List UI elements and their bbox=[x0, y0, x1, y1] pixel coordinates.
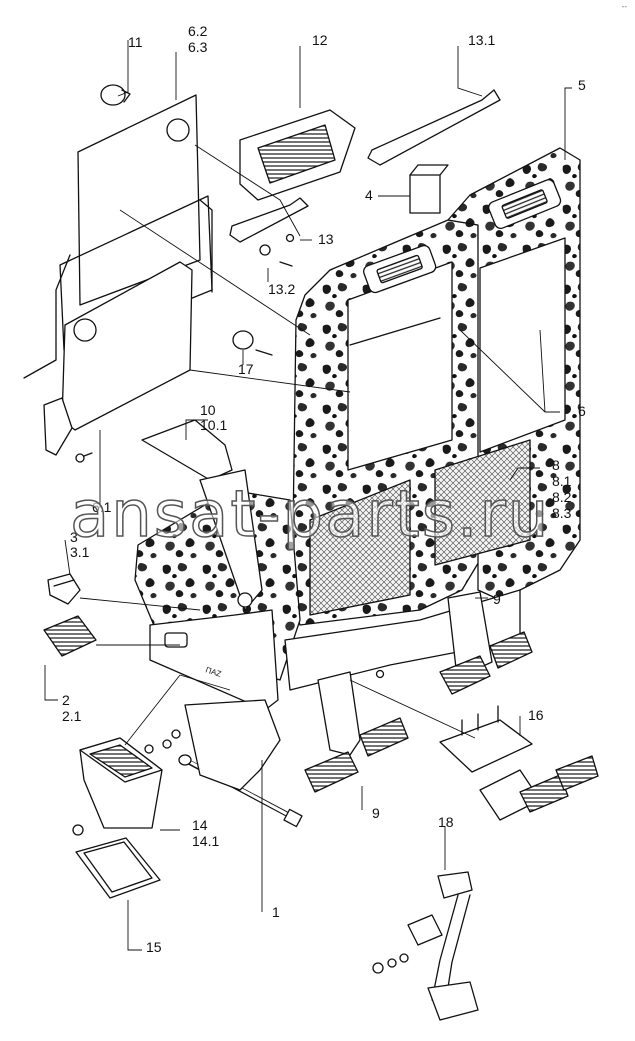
callout-14: 14 bbox=[192, 817, 208, 833]
knob-part-11 bbox=[100, 84, 131, 106]
armrest bbox=[141, 419, 263, 611]
callout-2-1: 2.1 bbox=[62, 708, 82, 724]
part-4-block bbox=[409, 164, 449, 214]
light-module-12 bbox=[239, 109, 356, 201]
callout-18: 18 bbox=[438, 814, 454, 830]
footrest-part-2 bbox=[43, 615, 97, 657]
callout-12: 12 bbox=[312, 32, 328, 48]
callout-10: 10 bbox=[200, 402, 216, 418]
callout-13-2: 13.2 bbox=[268, 281, 296, 297]
callout-3: 3 bbox=[70, 529, 78, 545]
callout-10-1: 10.1 bbox=[200, 417, 228, 433]
seat-side-panel: ΠΑΖ bbox=[149, 609, 279, 711]
handle-13-1 bbox=[367, 89, 501, 166]
waste-bin-14 bbox=[79, 737, 163, 829]
callout-3-1: 3.1 bbox=[70, 544, 90, 560]
callout-6-1: 6.1 bbox=[92, 499, 112, 515]
floor-bracket-16 bbox=[439, 705, 599, 821]
callout-9-right: 9 bbox=[493, 591, 501, 607]
callout-15: 15 bbox=[146, 939, 162, 955]
watermark: ansat-parts.ru bbox=[69, 477, 551, 553]
callout-8: 8 bbox=[552, 457, 560, 473]
fasteners bbox=[75, 233, 385, 754]
seat-belt-18 bbox=[372, 871, 479, 1021]
seat-back-net-pocket bbox=[309, 439, 531, 616]
callout-8-3: 8.3 bbox=[552, 505, 572, 521]
callout-4: 4 bbox=[365, 187, 373, 203]
leg-right-9 bbox=[439, 591, 533, 695]
tray-table bbox=[43, 261, 193, 456]
callout-8-2: 8.2 bbox=[552, 489, 572, 505]
callout-14-1: 14.1 bbox=[192, 833, 220, 849]
bumper-17 bbox=[232, 330, 273, 356]
leader-lines bbox=[44, 40, 572, 951]
callout-1: 1 bbox=[272, 904, 280, 920]
bin-lid-15 bbox=[72, 824, 161, 899]
corner-mark: -- bbox=[621, 2, 627, 11]
seat-pedestal bbox=[184, 699, 281, 791]
callout-8-1: 8.1 bbox=[552, 473, 572, 489]
callout-13: 13 bbox=[318, 231, 334, 247]
seat-back-shell-panel bbox=[23, 94, 213, 379]
callout-11: 11 bbox=[128, 34, 143, 50]
callout-17: 17 bbox=[238, 361, 254, 377]
handle-13 bbox=[229, 197, 309, 267]
callout-6-2: 6.2 bbox=[188, 23, 208, 39]
clip-part-3 bbox=[47, 573, 81, 605]
callout-6-3: 6.3 bbox=[188, 39, 208, 55]
leg-left-9 bbox=[304, 671, 409, 793]
callout-9-left: 9 bbox=[372, 805, 380, 821]
callout-5: 5 bbox=[578, 77, 586, 93]
callout-2: 2 bbox=[62, 692, 70, 708]
callout-13-1: 13.1 bbox=[468, 32, 496, 48]
callout-6: 6 bbox=[578, 403, 586, 419]
grab-handle-upper bbox=[363, 179, 562, 294]
callout-16: 16 bbox=[528, 707, 544, 723]
